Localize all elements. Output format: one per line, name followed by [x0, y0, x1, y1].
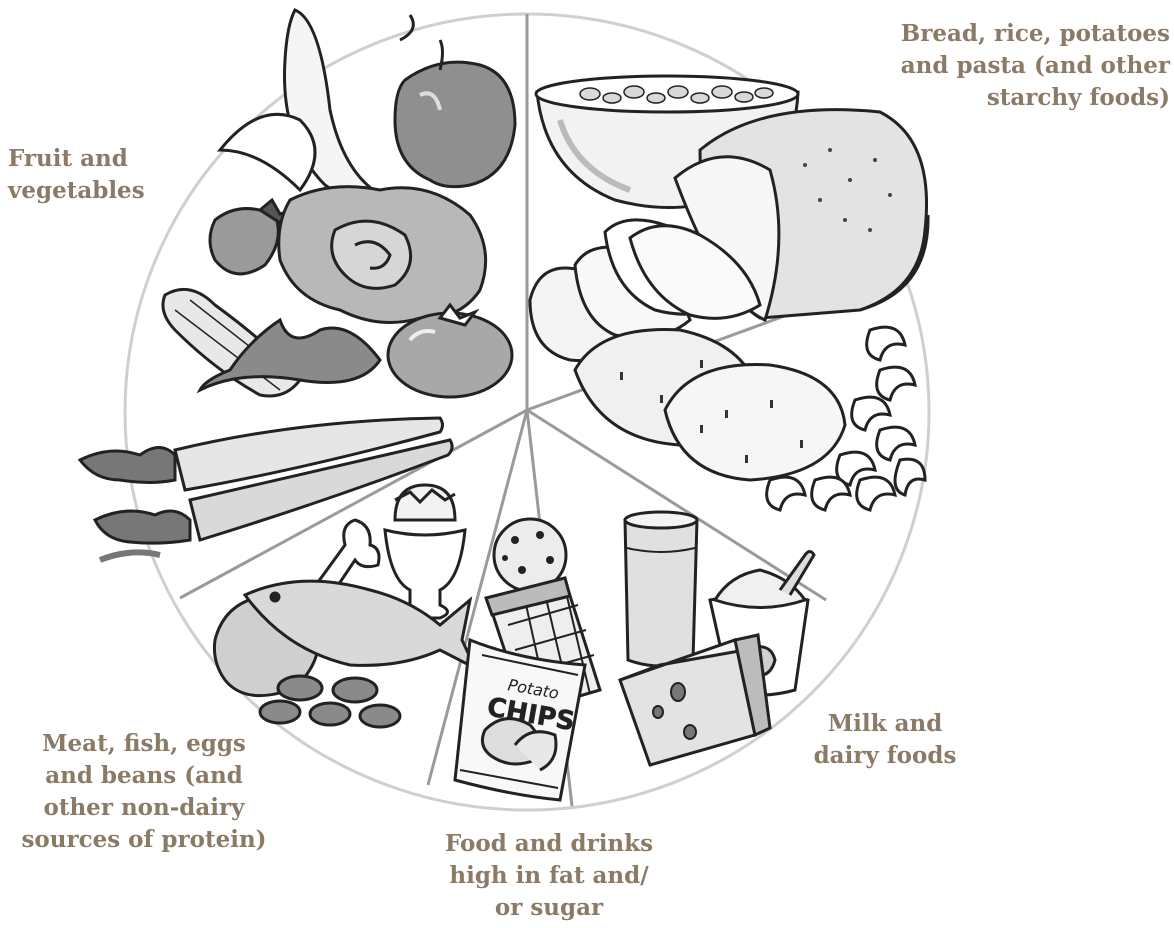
label-starchy-foods: Bread, rice, potatoes and pasta (and oth… [860, 18, 1170, 114]
label-milk-dairy: Milk and dairy foods [790, 708, 980, 772]
label-protein: Meat, fish, eggs and beans (and other no… [4, 728, 284, 856]
milk-glass [625, 512, 697, 666]
label-fruit-vegetables: Fruit and vegetables [8, 143, 208, 207]
label-fat-sugar: Food and drinks high in fat and/ or suga… [404, 828, 694, 924]
